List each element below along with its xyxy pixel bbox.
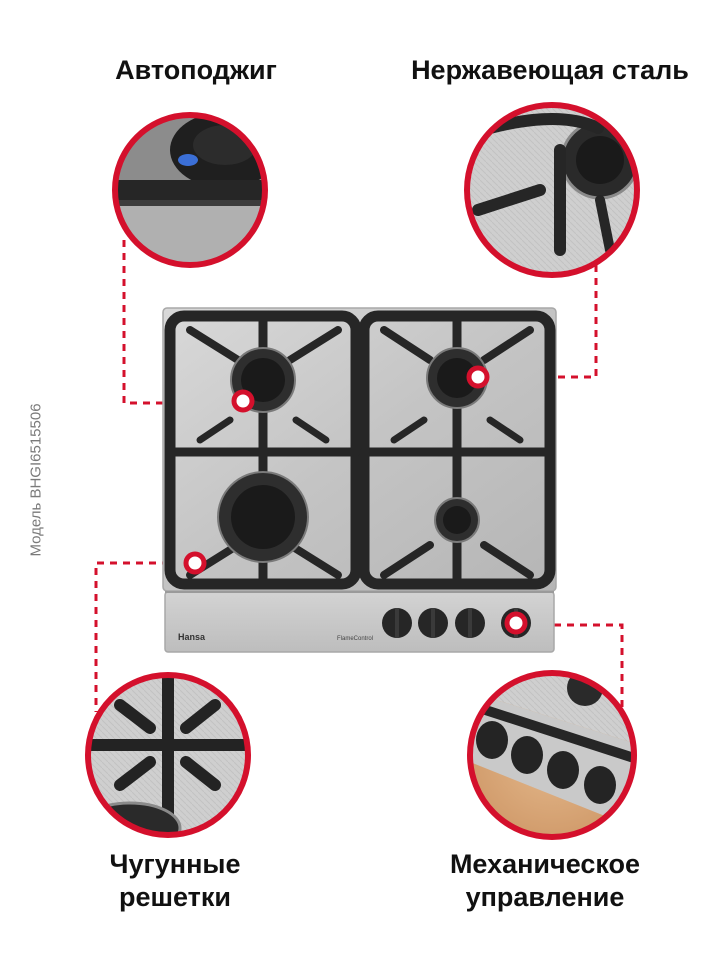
feature-title-autoignition: Автоподжиг (115, 55, 277, 85)
connector-cast-iron (94, 561, 182, 712)
feature-markers (183, 365, 528, 635)
zoom-cast-iron-grates (85, 672, 251, 838)
knob-2 (418, 608, 448, 638)
feature-title-mechanical-control: Механическое управление (430, 848, 660, 914)
connector-autoignition (122, 240, 230, 405)
burner-bottom-right-small (434, 497, 480, 543)
burner-bottom-left-large (217, 471, 309, 563)
feature-title-cast-iron-line2: решетки (118, 882, 231, 912)
burner-top-right (426, 347, 488, 409)
knob-3 (455, 608, 485, 638)
marker-cast-iron (183, 551, 207, 575)
feature-title-mechanical-line2: управление (465, 882, 625, 912)
feature-title-mechanical-line1: Механическое (449, 849, 641, 879)
feature-title-stainless-steel: Нержавеющая сталь (411, 55, 689, 85)
connector-lines (94, 240, 624, 718)
zoom-stainless-steel (464, 102, 640, 278)
marker-mechanical (504, 611, 528, 635)
feature-title-cast-iron-line1: Чугунные (109, 849, 241, 879)
marker-autoignition (231, 389, 255, 413)
zoom-mechanical-control (467, 670, 637, 840)
knob-1 (382, 608, 412, 638)
brand-logo: Hansa (178, 632, 206, 642)
feature-title-cast-iron-grates: Чугунные решетки (70, 848, 280, 914)
flame-control-label: FlameControl (337, 636, 373, 642)
connector-mechanical (528, 623, 624, 718)
marker-stainless (466, 365, 490, 389)
zoom-autoignition (112, 112, 268, 268)
